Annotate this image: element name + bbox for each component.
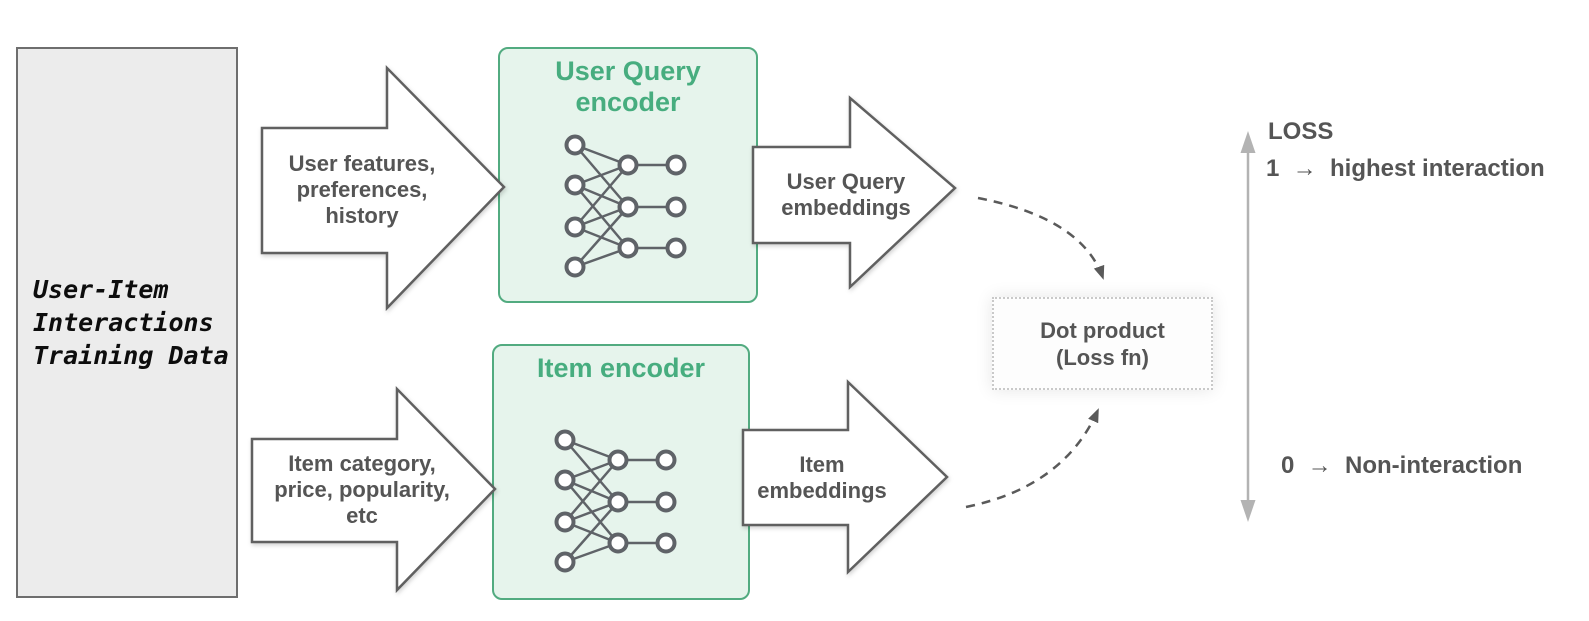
curved-dashed-arrow-icon-user-to-dot-product [977,196,1105,280]
user-features-arrow [260,64,506,312]
item-encoder-title: Item encoder [536,353,706,383]
item-encoder-box: Item encoder [492,344,750,600]
user-features-arrow-label: User features, preferences, history [288,151,436,228]
user-query-embeddings-arrow [751,95,957,290]
item-embeddings-arrow [741,379,949,575]
neural-network-icon [554,429,677,573]
user-query-embeddings-arrow-label: User Query embeddings [781,169,911,220]
curved-dashed-arrow-icon-item-to-dot-product [965,408,1100,509]
double-headed-vertical-arrow-icon [1240,131,1256,522]
neural-network-icon [564,134,687,278]
training-data-label: User-Item Interactions Training Data [33,275,229,370]
user-query-encoder-title: User Query encoder [555,56,701,117]
dot-product-label: Dot product (Loss fn) [1040,317,1165,370]
item-features-arrow-label: Item category, price, popularity, etc [274,451,450,528]
item-features-arrow [250,385,497,594]
loss-title: LOSS [1268,118,1334,145]
loss-high-label: 1 → highest interaction [1266,155,1545,182]
user-query-encoder-box: User Query encoder [498,47,758,303]
dot-product-box: Dot product (Loss fn) [992,297,1213,390]
loss-low-label: 0 → Non-interaction [1281,452,1523,479]
item-embeddings-arrow-label: Item embeddings [757,452,887,503]
training-data-box: User-Item Interactions Training Data [16,47,238,598]
